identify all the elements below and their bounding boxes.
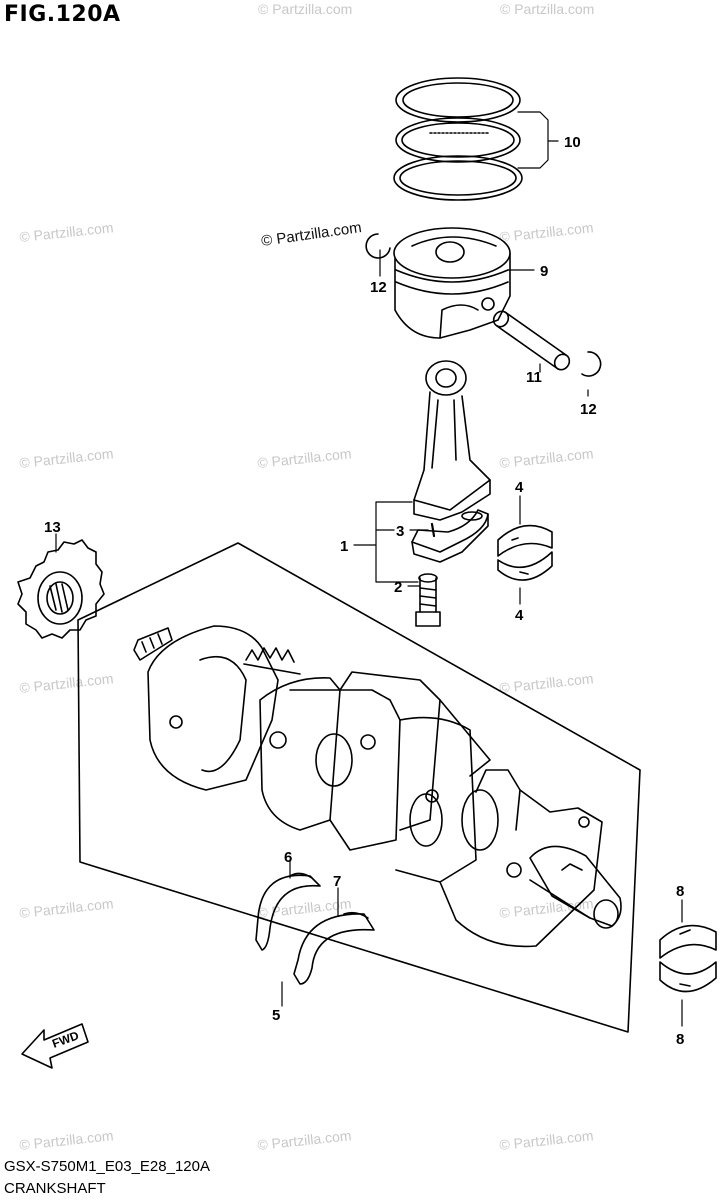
watermark-text: © Partzilla.com: [500, 1, 594, 17]
callout-3: 3: [396, 523, 404, 540]
thrust-bearing-lower[interactable]: [293, 911, 375, 985]
fwd-arrow: [21, 1023, 89, 1069]
figure-title: FIG.120A: [4, 2, 121, 27]
piston-rings[interactable]: [393, 77, 523, 201]
piston-pin[interactable]: [491, 308, 573, 372]
callout-7: 7: [333, 873, 341, 890]
callout-12: 12: [580, 401, 597, 418]
callout-6: 6: [284, 849, 292, 866]
conrod-bolt[interactable]: [415, 573, 441, 627]
watermark-highlight: © Partzilla.com: [260, 219, 362, 250]
conrod-bearing-upper[interactable]: [497, 524, 553, 557]
callout-5: 5: [272, 1007, 280, 1024]
piston[interactable]: [393, 227, 511, 339]
watermark-text: © Partzilla.com: [499, 219, 594, 245]
journal-bearing-upper[interactable]: [659, 924, 717, 959]
crankshaft-box: [77, 542, 641, 1033]
crankshaft[interactable]: [133, 625, 622, 948]
callout-9: 9: [540, 263, 548, 280]
circlip-left[interactable]: [365, 233, 391, 259]
thrust-bearing-upper[interactable]: [255, 872, 321, 951]
watermark-text: © Partzilla.com: [19, 895, 114, 921]
watermark-text: © Partzilla.com: [19, 670, 114, 696]
journal-bearing-lower[interactable]: [659, 961, 717, 993]
watermark-text: © Partzilla.com: [258, 1, 352, 17]
watermark-text: © Partzilla.com: [19, 219, 114, 245]
callout-1: 1: [340, 538, 348, 555]
callout-2: 2: [394, 579, 402, 596]
watermark-text: © Partzilla.com: [499, 895, 594, 921]
callout-11: 11: [526, 369, 542, 386]
callout-10: 10: [564, 134, 581, 151]
watermark-text: © Partzilla.com: [19, 1127, 114, 1153]
leader-lines: [55, 111, 683, 1027]
conrod-bearing-lower[interactable]: [497, 551, 553, 581]
figure-name: CRANKSHAFT: [4, 1180, 106, 1197]
watermark-text: © Partzilla.com: [257, 445, 352, 471]
figure-code: GSX-S750M1_E03_E28_120A: [4, 1158, 210, 1175]
callout-8: 8: [676, 1031, 684, 1048]
crank-sprocket[interactable]: [17, 539, 105, 639]
watermark-text: © Partzilla.com: [257, 1127, 352, 1153]
callout-8: 8: [676, 883, 684, 900]
connecting-rod[interactable]: [411, 360, 491, 563]
callout-4: 4: [515, 479, 524, 496]
watermark-text: © Partzilla.com: [499, 1127, 594, 1153]
watermark-text: © Partzilla.com: [19, 445, 114, 471]
circlip-right[interactable]: [581, 351, 602, 377]
watermark-text: © Partzilla.com: [499, 670, 594, 696]
callout-4: 4: [515, 607, 524, 624]
watermark-text: © Partzilla.com: [499, 445, 594, 471]
callout-13: 13: [44, 519, 61, 536]
callout-12: 12: [370, 279, 387, 296]
